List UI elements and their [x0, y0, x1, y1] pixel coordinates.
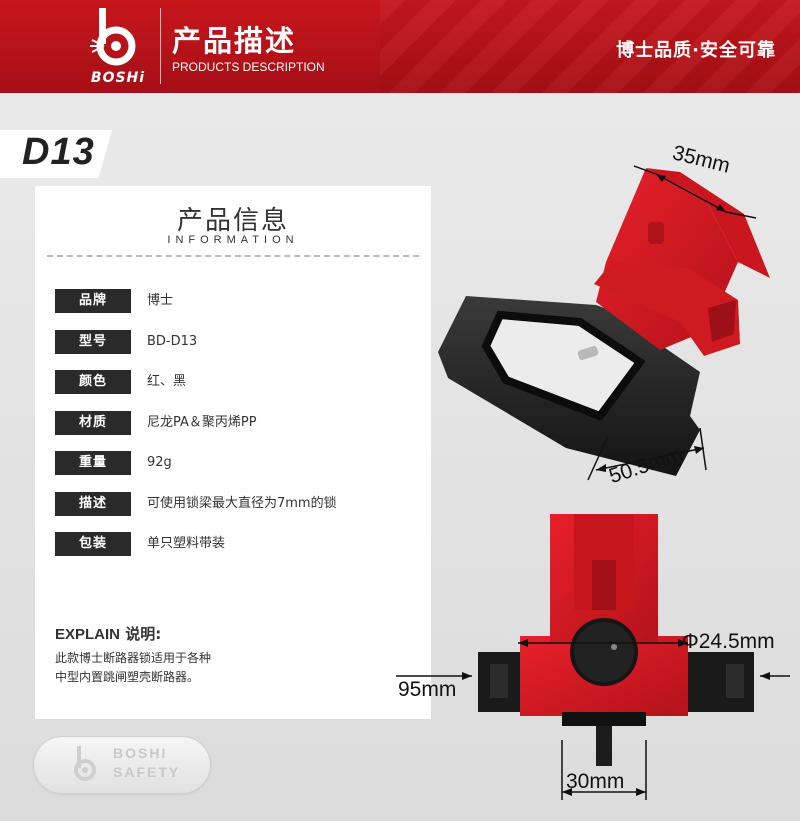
- explain-line: 中型内置跳闸塑壳断路器。: [55, 670, 200, 684]
- boshi-safety-badge: BOSHI SAFETY: [33, 736, 211, 794]
- spec-value: 92g: [147, 455, 172, 470]
- spec-row-brand: 品牌 博士: [55, 289, 415, 313]
- page-subtitle: PRODUCTS DESCRIPTION: [172, 60, 325, 74]
- spec-label: 颜色: [55, 370, 131, 394]
- spec-label: 描述: [55, 492, 131, 516]
- page-title: 产品描述: [172, 24, 297, 58]
- boshi-logo: BOSHi: [78, 6, 158, 88]
- spec-value: BD-D13: [147, 334, 198, 349]
- header-banner: BOSHi 产品描述 PRODUCTS DESCRIPTION 博士品质·安全可…: [0, 0, 800, 93]
- dimension-total-width-label: 95mm: [398, 678, 457, 701]
- info-title: 产品信息: [176, 206, 289, 236]
- dimension-arrows: [462, 174, 770, 796]
- header-divider: [160, 8, 161, 84]
- spec-value: 单只塑料带装: [147, 536, 226, 551]
- dimension-diameter-label: Φ24.5mm: [682, 630, 775, 653]
- badge-line-1: BOSHI: [113, 745, 168, 761]
- explain-heading-en: EXPLAIN: [55, 626, 121, 643]
- spec-value: 可使用锁梁最大直径为7mm的锁: [147, 496, 337, 511]
- explain-line: 此款博士断路器锁适用于各种: [55, 651, 212, 665]
- dimension-lines: [396, 165, 790, 800]
- spec-row-color: 颜色 红、黑: [55, 370, 415, 394]
- boshi-logo-icon: [90, 8, 136, 66]
- lock-front-view: [478, 514, 754, 766]
- brand-slogan: 博士品质·安全可靠: [616, 40, 776, 61]
- explain-heading: EXPLAIN 说明:: [55, 623, 161, 644]
- spec-label: 包装: [55, 532, 131, 556]
- lock-top-view: [438, 168, 770, 476]
- boshi-watermark-icon: [74, 746, 96, 781]
- info-divider: [47, 255, 419, 257]
- spec-value: 红、黑: [147, 374, 187, 389]
- badge-line-2: SAFETY: [113, 764, 181, 780]
- spec-label: 品牌: [55, 289, 131, 313]
- spec-row-description: 描述 可使用锁梁最大直径为7mm的锁: [55, 492, 415, 516]
- spec-row-weight: 重量 92g: [55, 451, 415, 475]
- model-tag-background: [0, 130, 112, 178]
- logo-brand-word: BOSHi: [90, 70, 146, 86]
- dimension-base-width-label: 30mm: [566, 770, 625, 793]
- spec-row-packaging: 包装 单只塑料带装: [55, 532, 415, 556]
- spec-label: 材质: [55, 411, 131, 435]
- spec-row-material: 材质 尼龙PA＆聚丙烯PP: [55, 411, 415, 435]
- explain-heading-cn: 说明:: [125, 625, 162, 643]
- info-panel: 产品信息 INFORMATION 品牌 博士 型号 BD-D13 颜色 红、黑 …: [35, 186, 431, 719]
- model-number: D13: [22, 131, 95, 173]
- header-decoration: [380, 0, 800, 93]
- spec-label: 型号: [55, 330, 131, 354]
- spec-value: 尼龙PA＆聚丙烯PP: [147, 415, 257, 430]
- spec-label: 重量: [55, 451, 131, 475]
- spec-value: 博士: [147, 293, 174, 308]
- spec-row-model: 型号 BD-D13: [55, 330, 415, 354]
- info-subtitle: INFORMATION: [167, 234, 299, 246]
